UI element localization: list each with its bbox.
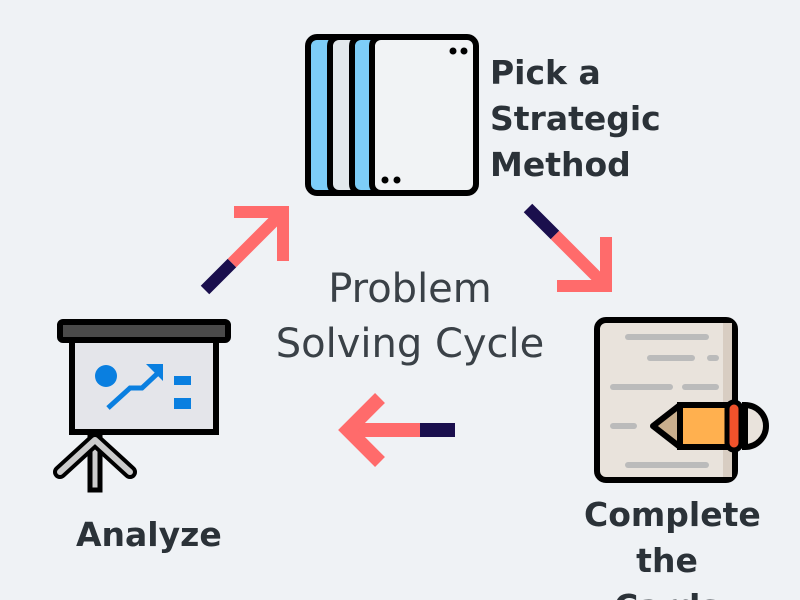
label-line: Pick a (490, 53, 601, 92)
label-line: Strategic (490, 99, 661, 138)
document-pencil-icon (594, 317, 769, 483)
presentation-board-icon (53, 319, 231, 493)
arrow-complete-to-analyze (338, 393, 455, 467)
label-line: Analyze (76, 515, 222, 554)
title-line: Problem (328, 266, 492, 312)
arrow-analyze-to-pick (200, 206, 289, 295)
step-label-complete-cards: Complete the Cards (584, 492, 761, 600)
label-line: the Cards (614, 541, 720, 600)
label-line: Complete (584, 495, 761, 534)
step-label-analyze: Analyze (76, 512, 222, 558)
title-line: Solving Cycle (275, 321, 545, 367)
step-label-pick-method: Pick a Strategic Method (490, 50, 661, 188)
cards-icon (305, 34, 479, 196)
label-line: Method (490, 145, 631, 184)
arrow-pick-to-complete (523, 203, 612, 292)
cycle-title: Problem Solving Cycle (270, 262, 550, 372)
